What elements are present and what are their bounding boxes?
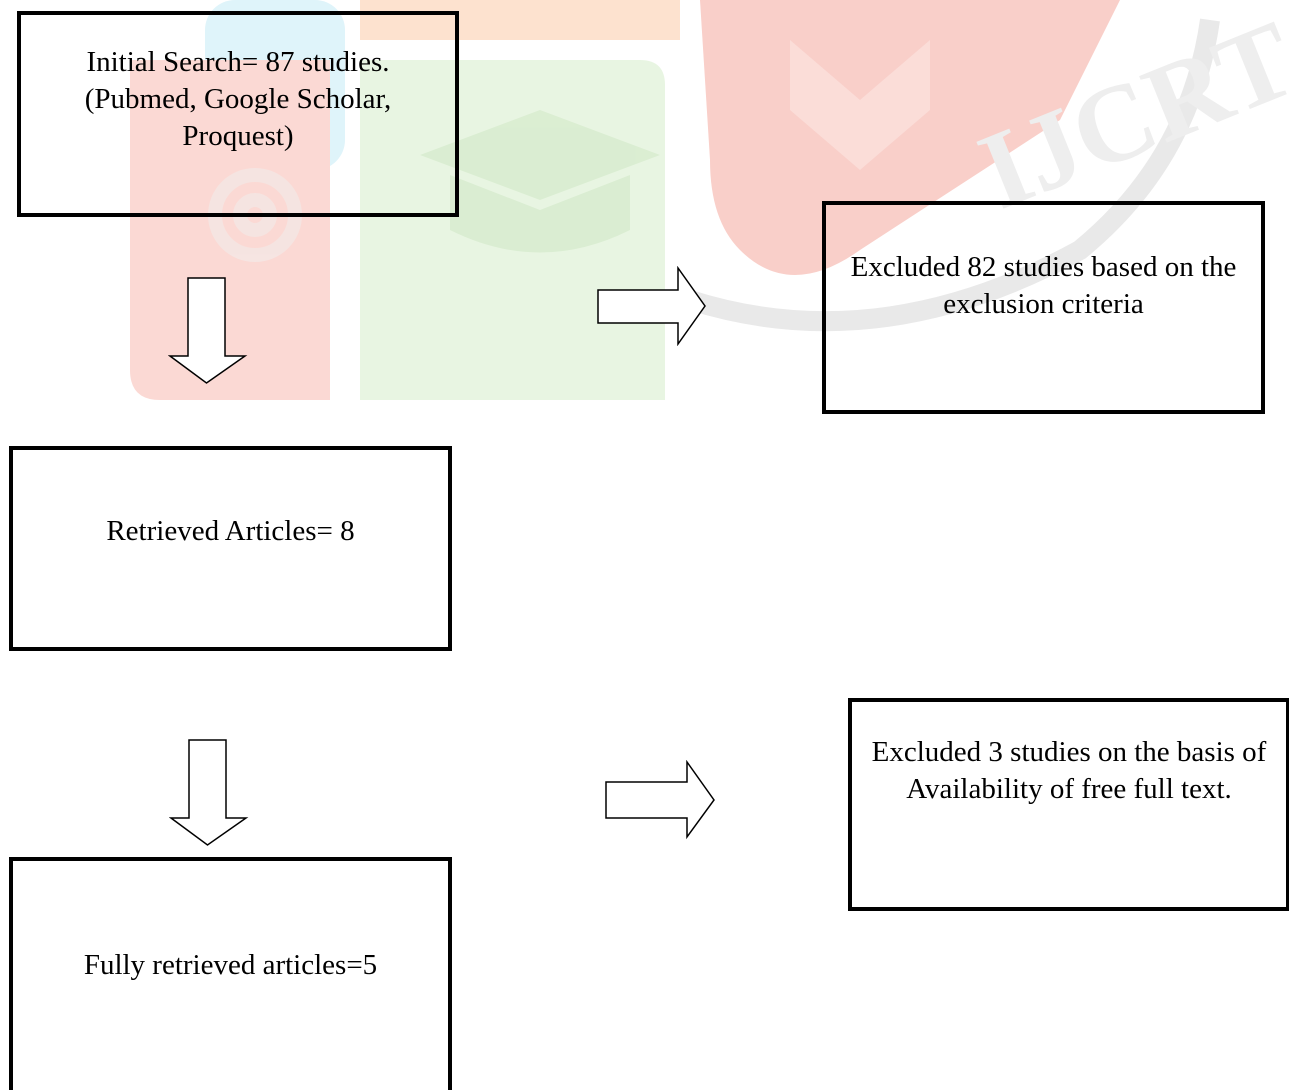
retrieved-articles-text: Retrieved Articles= 8 xyxy=(106,515,355,547)
fully-retrieved-box: Fully retrieved articles=5 xyxy=(9,857,452,1090)
right-arrow-icon xyxy=(605,760,715,840)
watermark-orange-strip xyxy=(360,0,680,40)
down-arrow-icon xyxy=(169,739,249,846)
excluded-3-text: Excluded 3 studies on the basis of Avail… xyxy=(871,736,1267,805)
excluded-82-box: Excluded 82 studies based on the exclusi… xyxy=(822,201,1265,414)
down-arrow-icon xyxy=(168,277,248,384)
excluded-82-text: Excluded 82 studies based on the exclusi… xyxy=(850,251,1237,320)
retrieved-articles-box: Retrieved Articles= 8 xyxy=(9,446,452,651)
graduation-cap-icon xyxy=(420,110,660,253)
initial-search-text: Initial Search= 87 studies. (Pubmed, Goo… xyxy=(84,46,392,152)
watermark-red-tile xyxy=(130,60,330,400)
right-arrow-icon xyxy=(597,266,706,346)
excluded-3-box: Excluded 3 studies on the basis of Avail… xyxy=(848,698,1289,911)
initial-search-box: Initial Search= 87 studies. (Pubmed, Goo… xyxy=(17,11,459,217)
fully-retrieved-text: Fully retrieved articles=5 xyxy=(83,949,378,981)
